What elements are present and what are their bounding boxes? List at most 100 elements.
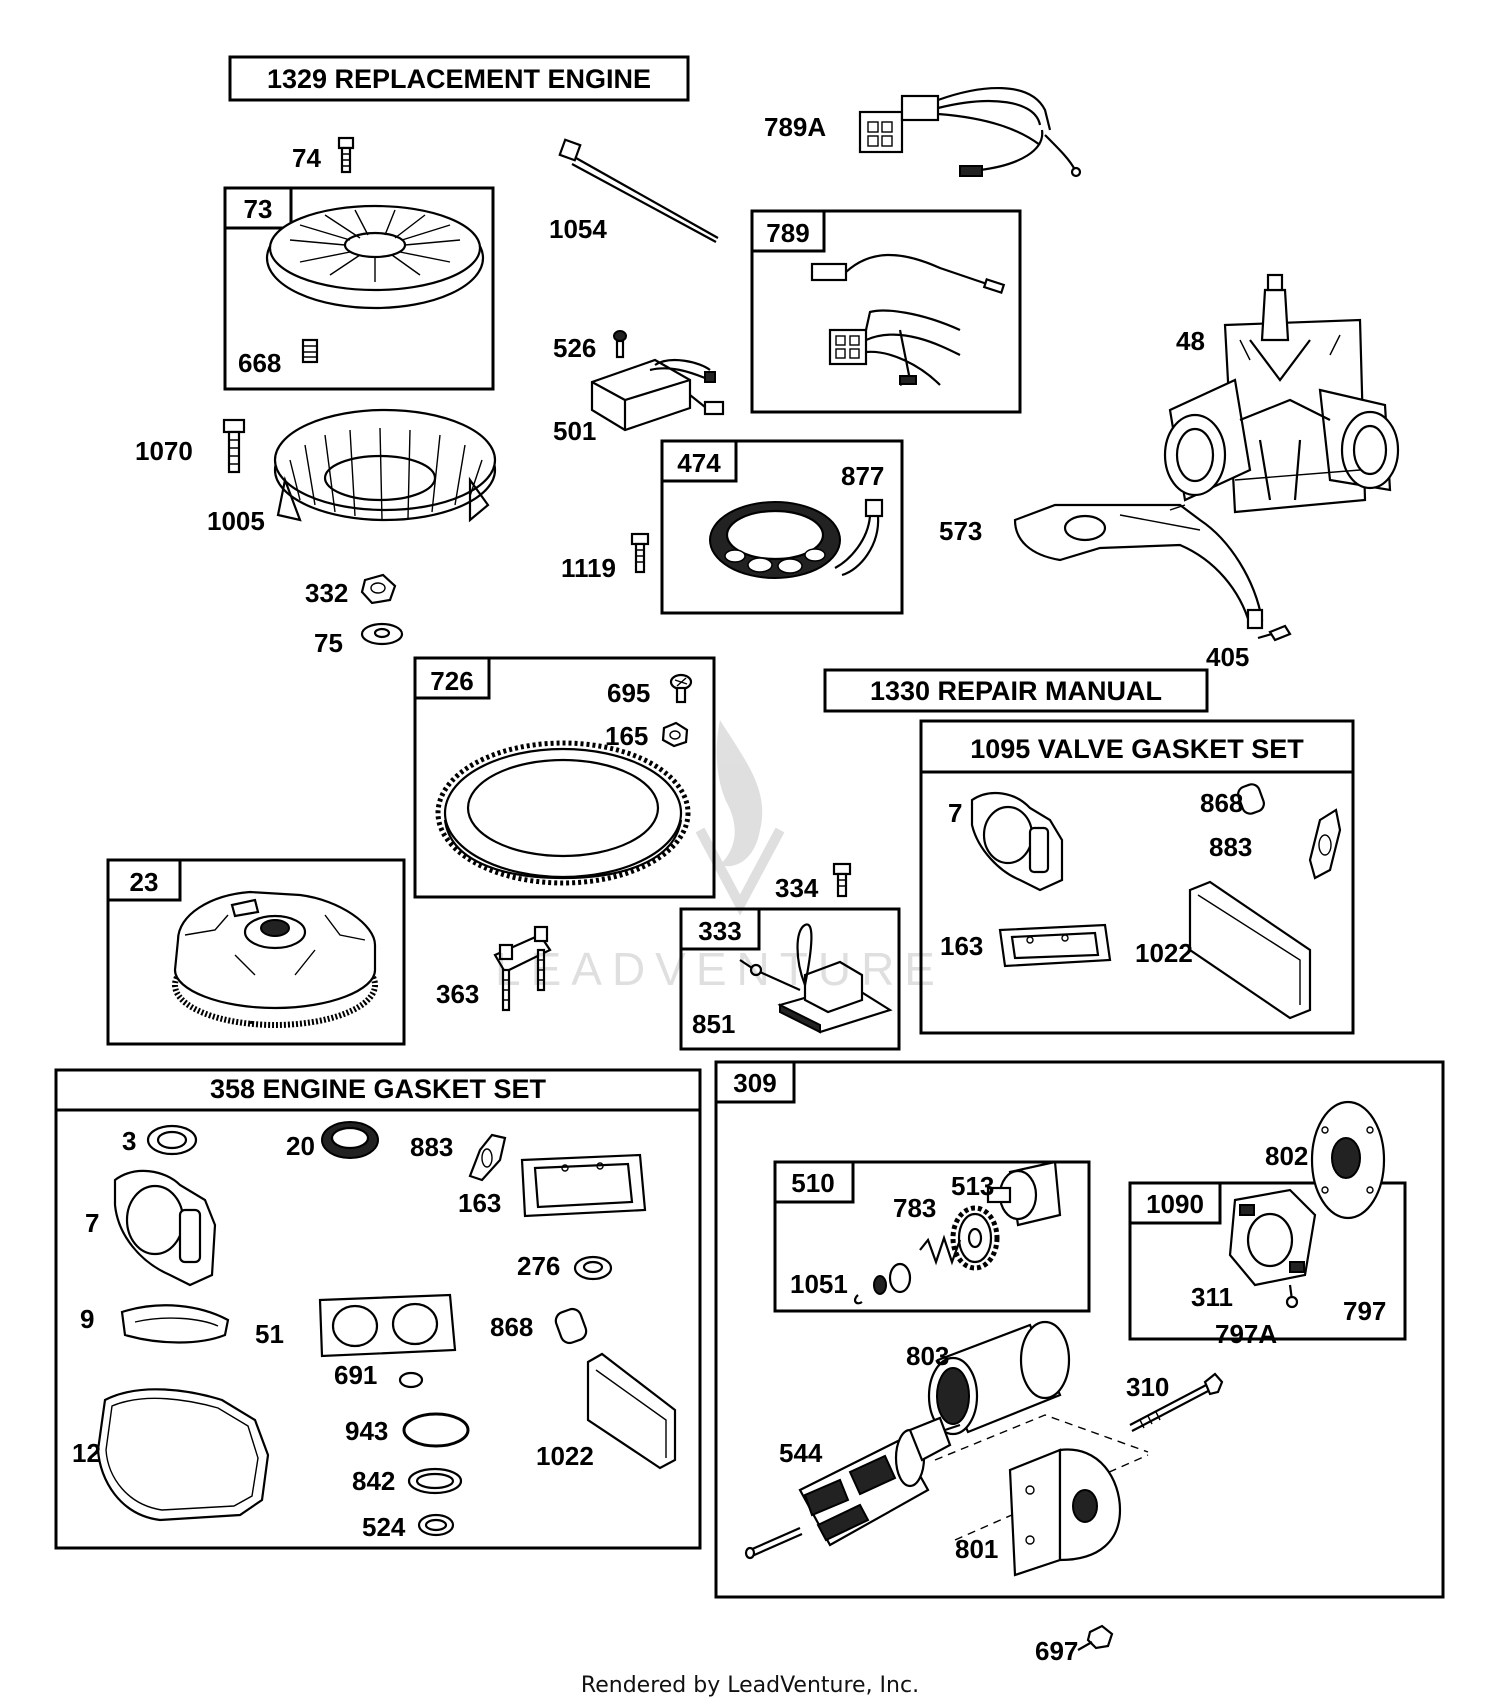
box-73[interactable]: 73 (223, 186, 495, 391)
gasket-883-valve-part (1308, 808, 1342, 880)
label-gasket-20[interactable]: 20 (286, 1131, 315, 1161)
label-valve-1022[interactable]: 1022 (1135, 938, 1193, 968)
label-starter-801[interactable]: 801 (955, 1534, 998, 1564)
label-gasket-12[interactable]: 12 (72, 1438, 101, 1468)
armature-544-part (744, 1416, 961, 1560)
svg-text:1090: 1090 (1146, 1189, 1204, 1219)
flywheel-23-part (172, 890, 378, 1028)
bracket-363-part (493, 925, 552, 1012)
label-405[interactable]: 405 (1206, 642, 1249, 672)
label-starter-544[interactable]: 544 (779, 1438, 823, 1468)
screw-526-part (613, 330, 627, 359)
label-695[interactable]: 695 (607, 678, 650, 708)
label-valve-868[interactable]: 868 (1200, 788, 1243, 818)
end-plate-801-part (1008, 1448, 1122, 1577)
svg-text:309: 309 (733, 1068, 776, 1098)
label-668[interactable]: 668 (238, 348, 281, 378)
label-334[interactable]: 334 (775, 873, 819, 903)
seal-868-valve-part (1237, 783, 1265, 815)
label-starter-797[interactable]: 797 (1343, 1296, 1386, 1326)
box-1095-valve-gasket-set[interactable]: 1095 VALVE GASKET SET (919, 719, 1355, 1035)
gear-783-part (950, 1205, 1000, 1271)
box-726[interactable]: 726 (413, 656, 716, 899)
through-bolt-310-part (1129, 1372, 1224, 1432)
head-gasket-7-valve-part (970, 792, 1064, 892)
label-1054[interactable]: 1054 (549, 214, 607, 244)
bolt-1070-part (222, 418, 246, 474)
crankcase-gasket-12-part (96, 1388, 270, 1522)
box-358-engine-gasket-set[interactable]: 358 ENGINE GASKET SET (54, 1068, 702, 1550)
box-1090[interactable]: 1090 (1128, 1181, 1407, 1341)
label-1119[interactable]: 1119 (561, 553, 616, 583)
gasket-842-part (407, 1467, 463, 1495)
label-valve-883[interactable]: 883 (1209, 832, 1252, 862)
label-gasket-691[interactable]: 691 (334, 1360, 377, 1390)
drive-513-part (986, 1160, 1062, 1227)
label-gasket-276[interactable]: 276 (517, 1251, 560, 1281)
label-gasket-883[interactable]: 883 (410, 1132, 453, 1162)
label-526[interactable]: 526 (553, 333, 596, 363)
label-gasket-7[interactable]: 7 (85, 1208, 99, 1238)
label-789A[interactable]: 789A (764, 112, 826, 142)
box-474[interactable]: 474 (660, 439, 904, 615)
label-48[interactable]: 48 (1176, 326, 1205, 356)
cable-tie-1054-part (558, 138, 719, 243)
label-74[interactable]: 74 (292, 143, 321, 173)
svg-text:789: 789 (766, 218, 809, 248)
label-1005[interactable]: 1005 (207, 506, 265, 536)
box-333[interactable]: 333 (679, 907, 901, 1051)
gasket-1022-part (586, 1352, 677, 1470)
seal-3-part (146, 1124, 198, 1156)
label-gasket-524[interactable]: 524 (362, 1512, 406, 1542)
svg-text:23: 23 (130, 867, 159, 897)
label-starter-802[interactable]: 802 (1265, 1141, 1308, 1171)
bolt-668-part (301, 338, 319, 364)
label-75[interactable]: 75 (314, 628, 343, 658)
label-363[interactable]: 363 (436, 979, 479, 1009)
label-starter-797A[interactable]: 797A (1215, 1319, 1277, 1349)
box-309-starter[interactable]: 309 (714, 1060, 1445, 1599)
label-gasket-943[interactable]: 943 (345, 1416, 388, 1446)
label-starter-783[interactable]: 783 (893, 1193, 936, 1223)
label-gasket-1022[interactable]: 1022 (536, 1441, 594, 1471)
label-starter-513[interactable]: 513 (951, 1171, 994, 1201)
box-789[interactable]: 789 (750, 209, 1022, 414)
label-165[interactable]: 165 (605, 721, 648, 751)
replacement-engine-title[interactable]: 1329 REPLACEMENT ENGINE (228, 55, 690, 102)
label-starter-311[interactable]: 311 (1191, 1282, 1233, 1312)
label-1070[interactable]: 1070 (135, 436, 193, 466)
svg-text:1095 VALVE GASKET SET: 1095 VALVE GASKET SET (970, 734, 1304, 764)
label-gasket-842[interactable]: 842 (352, 1466, 395, 1496)
label-gasket-163[interactable]: 163 (458, 1188, 501, 1218)
label-starter-1051[interactable]: 1051 (790, 1269, 848, 1299)
label-332[interactable]: 332 (305, 578, 348, 608)
box-510[interactable]: 510 (773, 1160, 1091, 1313)
label-starter-803[interactable]: 803 (906, 1341, 949, 1371)
label-gasket-51[interactable]: 51 (255, 1319, 284, 1349)
fan-1005-part (273, 408, 497, 523)
label-starter-310[interactable]: 310 (1126, 1372, 1169, 1402)
svg-text:LEADVENTURE: LEADVENTURE (495, 943, 945, 995)
washer-691-part (398, 1371, 424, 1389)
label-valve-163[interactable]: 163 (940, 931, 983, 961)
label-valve-7[interactable]: 7 (948, 798, 962, 828)
label-573[interactable]: 573 (939, 516, 982, 546)
svg-text:73: 73 (244, 194, 273, 224)
label-501[interactable]: 501 (553, 416, 596, 446)
seal-20-part (321, 1121, 379, 1159)
label-gasket-9[interactable]: 9 (80, 1304, 94, 1334)
svg-text:333: 333 (698, 916, 741, 946)
brush-holder-1090-part (1228, 1188, 1317, 1309)
svg-text:726: 726 (430, 666, 473, 696)
label-gasket-868[interactable]: 868 (490, 1312, 533, 1342)
label-851[interactable]: 851 (692, 1009, 735, 1039)
box-23[interactable]: 23 (106, 858, 406, 1046)
label-gasket-3[interactable]: 3 (122, 1126, 136, 1156)
washer-524-part (417, 1513, 455, 1537)
repair-manual-title[interactable]: 1330 REPAIR MANUAL (823, 668, 1209, 713)
screw-405-part (1257, 624, 1292, 642)
svg-text:358 ENGINE GASKET SET: 358 ENGINE GASKET SET (210, 1074, 547, 1104)
label-starter-697[interactable]: 697 (1035, 1636, 1078, 1666)
label-877[interactable]: 877 (841, 461, 884, 491)
